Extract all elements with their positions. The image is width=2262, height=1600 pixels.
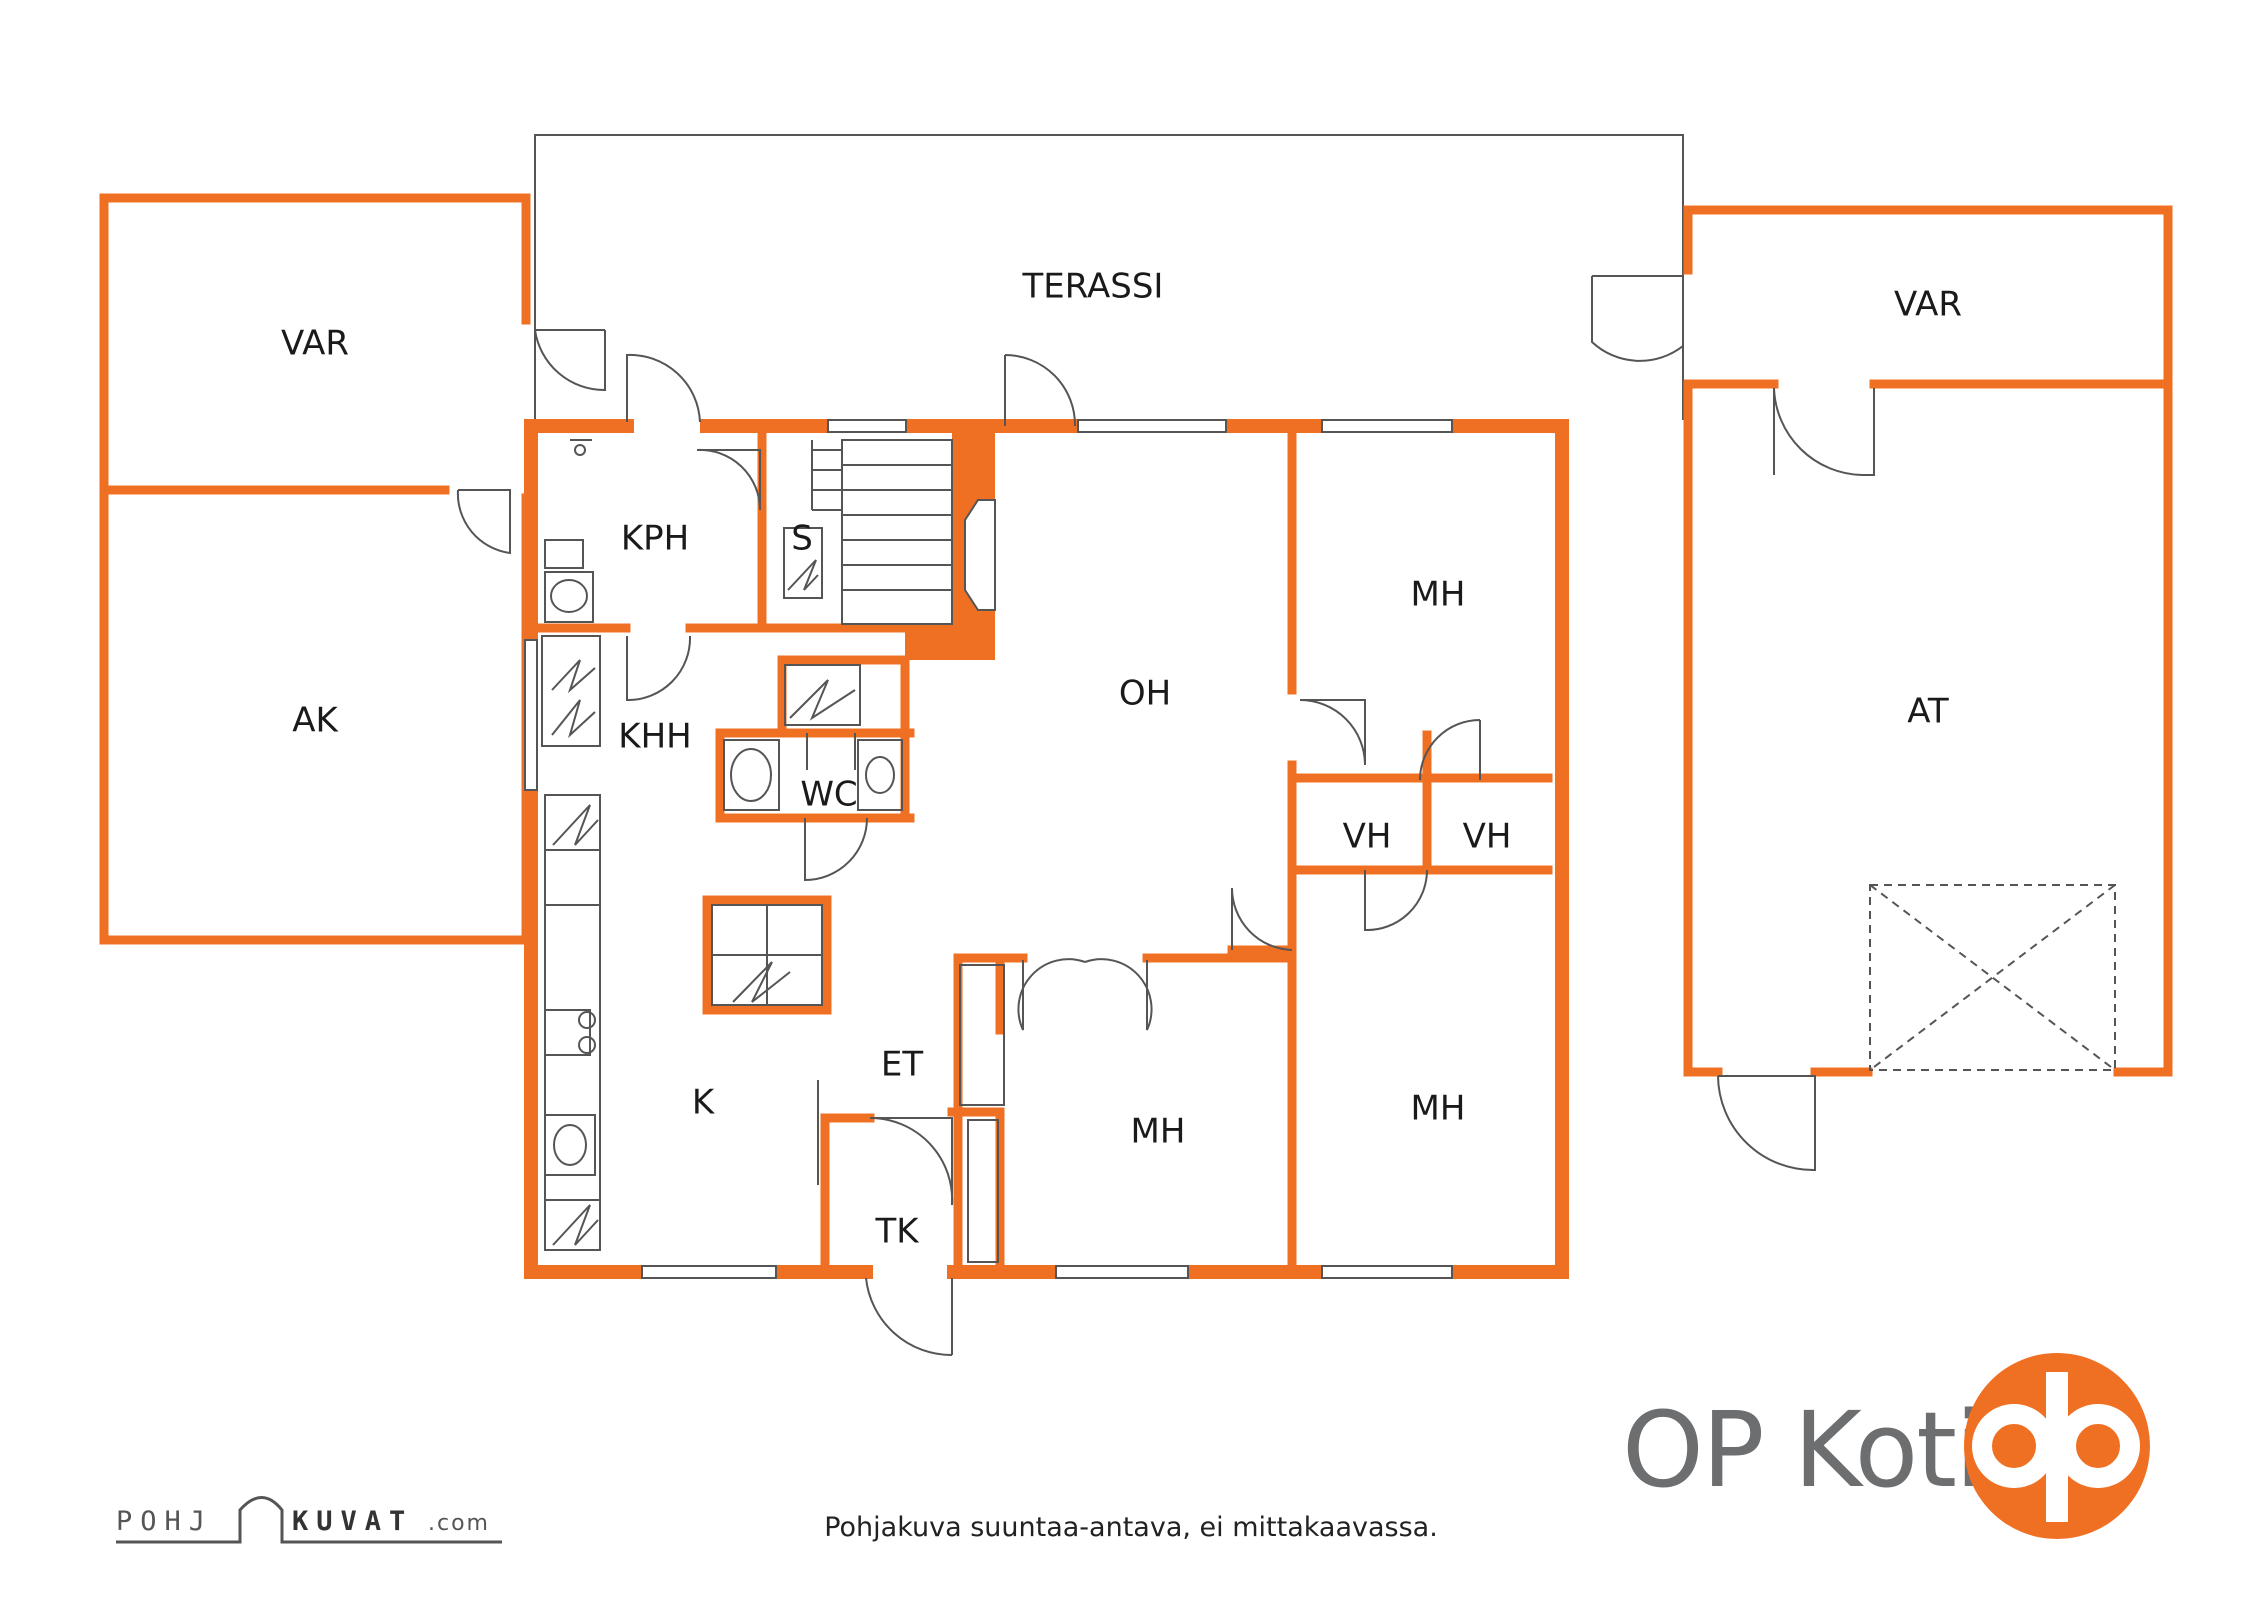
credit-name-part2: KUVAT (292, 1506, 413, 1537)
room-label-vh-right: VH (1463, 817, 1512, 857)
room-label-mh-middle: MH (1131, 1112, 1186, 1152)
room-label-terassi: TERASSI (1022, 267, 1164, 307)
room-label-oh: OH (1119, 674, 1171, 714)
room-label-at: AT (1907, 692, 1949, 732)
orange-walls (99, 193, 2173, 1279)
room-label-mh-bottom-right: MH (1411, 1089, 1466, 1129)
room-label-vh-left: VH (1343, 817, 1392, 857)
terrace-outline (534, 134, 1684, 420)
room-label-var-right: VAR (1894, 285, 1962, 325)
windows (524, 419, 1453, 1279)
disclaimer-caption: Pohjakuva suuntaa-antava, ei mittakaavas… (824, 1512, 1438, 1543)
stairs (811, 439, 953, 625)
room-label-var-left: VAR (281, 324, 349, 364)
room-label-mh-top: MH (1411, 575, 1466, 615)
brand-name: OP Koti (1622, 1389, 1982, 1511)
doors (456, 275, 1875, 1357)
room-label-s: S (791, 519, 813, 559)
credit-suffix: .com (428, 1511, 490, 1536)
room-label-ak: AK (292, 701, 339, 741)
room-label-tk: TK (874, 1212, 920, 1252)
pohjakuvat-credit: POHJ KUVAT .com (116, 1496, 502, 1544)
room-label-k: K (692, 1083, 716, 1123)
room-label-kph: KPH (621, 519, 689, 559)
op-logo (1964, 1353, 2150, 1539)
fixtures (541, 439, 2116, 1263)
credit-name-part1: POHJ (116, 1506, 213, 1537)
credit-underline (116, 1496, 502, 1544)
room-label-wc: WC (800, 775, 857, 815)
room-label-khh: KHH (618, 717, 691, 757)
room-label-et: ET (881, 1045, 923, 1085)
